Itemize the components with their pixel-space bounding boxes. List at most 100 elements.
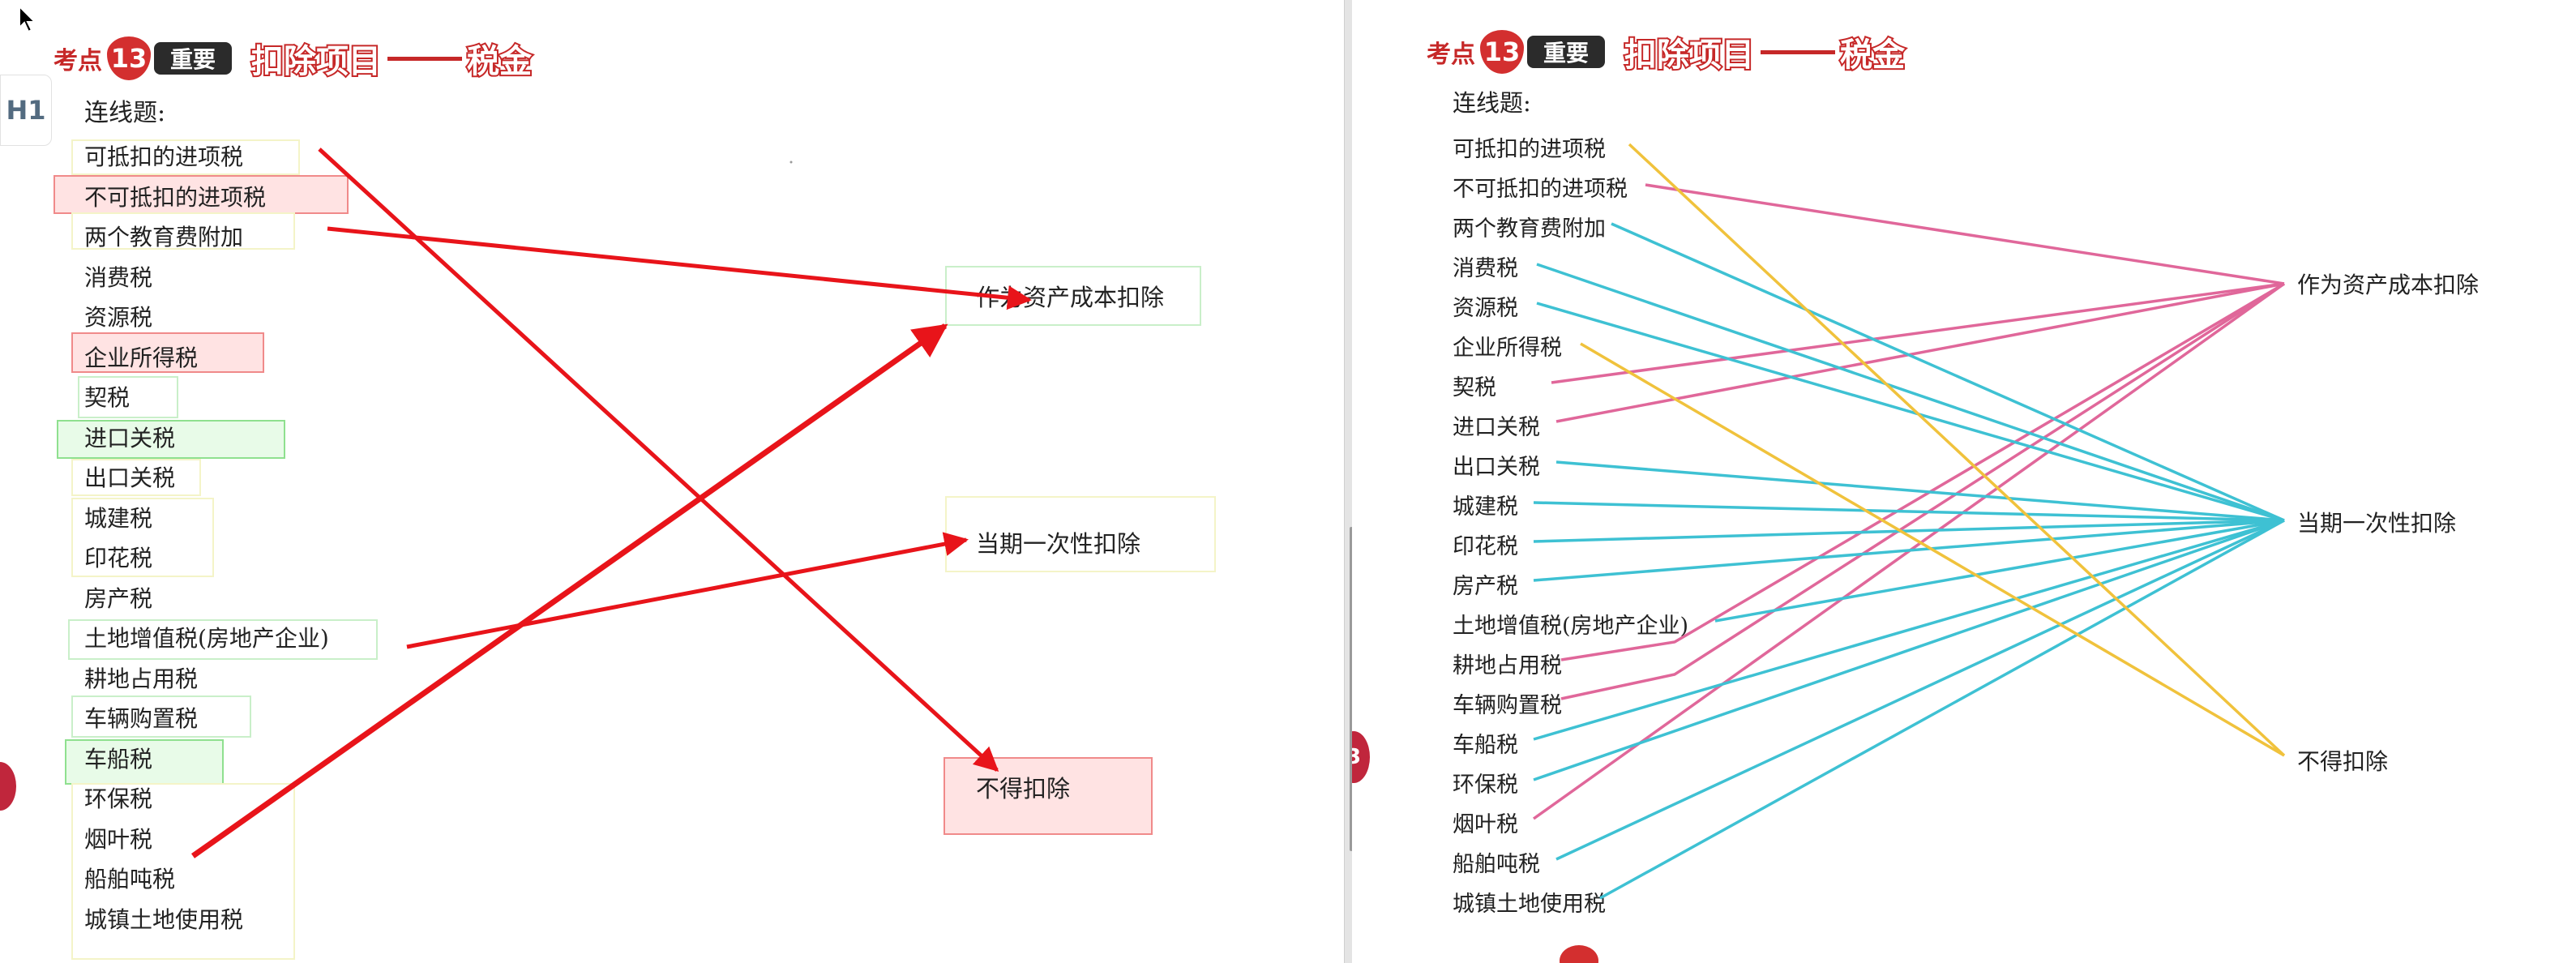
title-dash bbox=[1761, 49, 1835, 54]
tax-item: 耕地占用税 bbox=[1453, 653, 1562, 678]
pink-line bbox=[1645, 183, 2285, 285]
highlight-box bbox=[78, 376, 178, 418]
cyan-line bbox=[1611, 222, 2285, 522]
tax-item: 车辆购置税 bbox=[1453, 693, 1562, 718]
highlight-box bbox=[71, 332, 264, 373]
target-no-deduction: 不得扣除 bbox=[2297, 748, 2389, 775]
tax-item: 船舶吨税 bbox=[1453, 852, 1540, 877]
cyan-line bbox=[1533, 501, 2285, 522]
heading-style-button[interactable]: H1 bbox=[0, 75, 52, 146]
question-label: 连线题: bbox=[84, 99, 166, 127]
yellow-line bbox=[1628, 143, 2286, 757]
next-section-badge bbox=[1560, 945, 1598, 963]
highlight-box bbox=[71, 783, 295, 960]
cyan-line bbox=[1599, 519, 2285, 900]
tax-item: 契税 bbox=[84, 384, 131, 411]
tax-item: 企业所得税 bbox=[1453, 336, 1562, 361]
cyan-line bbox=[1555, 460, 2285, 522]
tax-item: 城镇土地使用税 bbox=[84, 906, 244, 933]
tax-item: 房产税 bbox=[84, 585, 153, 612]
right-document-panel: 考点 13 重要 扣除项目 税金 3 连线题: 可抵扣的进项税 不可抵扣的进项税… bbox=[1352, 0, 2576, 963]
tax-item: 车船税 bbox=[84, 746, 153, 773]
tax-item: 车辆购置税 bbox=[84, 705, 199, 732]
side-marker-right: 3 bbox=[1352, 731, 1370, 783]
tax-item: 企业所得税 bbox=[84, 345, 199, 371]
topic-subtitle: 税金 bbox=[1838, 35, 1906, 75]
cyan-line bbox=[1555, 519, 2285, 861]
tax-item: 印花税 bbox=[1453, 534, 1518, 559]
tax-item: 资源税 bbox=[1453, 296, 1518, 321]
hand-drawn-arrows bbox=[190, 148, 1032, 858]
kaodian-label: 考点 bbox=[1427, 41, 1475, 69]
topic-title: 扣除项目 bbox=[1623, 35, 1756, 75]
tax-item: 房产税 bbox=[1453, 574, 1518, 599]
arrow-line bbox=[318, 148, 999, 773]
tax-item: 可抵扣的进项税 bbox=[84, 143, 244, 170]
tax-item: 不可抵扣的进项税 bbox=[84, 184, 267, 211]
tax-item: 出口关税 bbox=[84, 464, 176, 491]
target-current-deduction: 当期一次性扣除 bbox=[2297, 510, 2457, 537]
tax-item: 两个教育费附加 bbox=[84, 224, 244, 250]
highlight-box bbox=[71, 696, 251, 738]
arrow-line bbox=[406, 532, 969, 649]
cyan-line bbox=[1533, 519, 2285, 582]
topic-title: 扣除项目 bbox=[250, 41, 383, 82]
cyan-line bbox=[1533, 519, 2285, 741]
dot bbox=[789, 160, 793, 164]
tax-item: 烟叶税 bbox=[84, 826, 153, 853]
pink-line bbox=[1555, 282, 2285, 423]
cyan-line bbox=[1714, 519, 2285, 623]
pink-line bbox=[1560, 282, 2285, 700]
side-marker-left bbox=[0, 762, 16, 811]
tax-item: 土地增值税(房地产企业) bbox=[1453, 614, 1689, 639]
target-current-deduction: 当期一次性扣除 bbox=[976, 530, 1141, 558]
tax-item: 进口关税 bbox=[1453, 415, 1540, 440]
tax-item: 资源税 bbox=[84, 304, 153, 331]
topic-header: 考点 13 重要 扣除项目 税金 bbox=[1427, 29, 1906, 75]
tax-item: 土地增值税(房地产企业) bbox=[84, 625, 329, 652]
tax-item: 耕地占用税 bbox=[84, 666, 199, 692]
tax-item: 两个教育费附加 bbox=[1453, 216, 1606, 242]
topic-subtitle: 税金 bbox=[465, 41, 533, 82]
arrow-line bbox=[327, 226, 1032, 310]
highlight-box bbox=[71, 459, 201, 496]
target-asset-cost: 作为资产成本扣除 bbox=[2297, 272, 2480, 298]
answer-lines bbox=[1532, 143, 2286, 900]
highlight-box bbox=[71, 498, 214, 577]
topic-number-badge: 13 bbox=[1480, 30, 1524, 74]
tax-item: 可抵扣的进项税 bbox=[1453, 137, 1606, 162]
cyan-line bbox=[1533, 519, 2285, 543]
tax-item: 城建税 bbox=[1453, 494, 1518, 520]
tax-item: 消费税 bbox=[84, 264, 153, 291]
topic-header: 考点 13 重要 扣除项目 税金 bbox=[53, 36, 533, 82]
highlight-box bbox=[68, 619, 378, 660]
kaodian-label: 考点 bbox=[53, 47, 102, 75]
cyan-line bbox=[1536, 263, 2285, 522]
importance-badge: 重要 bbox=[1527, 36, 1605, 68]
tax-item: 船舶吨税 bbox=[84, 866, 176, 892]
left-document-panel: 考点 13 重要 扣除项目 税金 H1 连线题: 可抵扣的进项税 不可抵扣的进项… bbox=[0, 5, 1216, 960]
highlight-box bbox=[71, 212, 295, 250]
cyan-line bbox=[1533, 519, 2285, 781]
tax-item: 车船税 bbox=[1453, 733, 1518, 758]
tax-item: 契税 bbox=[1453, 375, 1496, 400]
tax-item: 城镇土地使用税 bbox=[1453, 892, 1606, 917]
pink-line bbox=[1551, 282, 2285, 384]
highlight-box bbox=[71, 139, 300, 175]
highlight-box bbox=[57, 420, 285, 459]
tax-item: 进口关税 bbox=[84, 425, 176, 452]
target-box-asset bbox=[945, 266, 1201, 326]
tax-item: 环保税 bbox=[84, 785, 153, 812]
cyan-line bbox=[1536, 302, 2285, 522]
pink-line bbox=[1560, 282, 2285, 661]
target-no-deduction: 不得扣除 bbox=[976, 775, 1071, 802]
mouse-cursor-icon bbox=[19, 5, 37, 33]
tax-item: 出口关税 bbox=[1453, 455, 1540, 480]
tax-item: 印花税 bbox=[84, 545, 153, 571]
question-label: 连线题: bbox=[1453, 89, 1531, 117]
scrollbar-thumb[interactable] bbox=[1350, 527, 1353, 851]
topic-number-badge: 13 bbox=[107, 36, 151, 80]
arrow-line bbox=[190, 323, 948, 858]
importance-badge: 重要 bbox=[154, 42, 232, 75]
yellow-line bbox=[1580, 342, 2285, 757]
